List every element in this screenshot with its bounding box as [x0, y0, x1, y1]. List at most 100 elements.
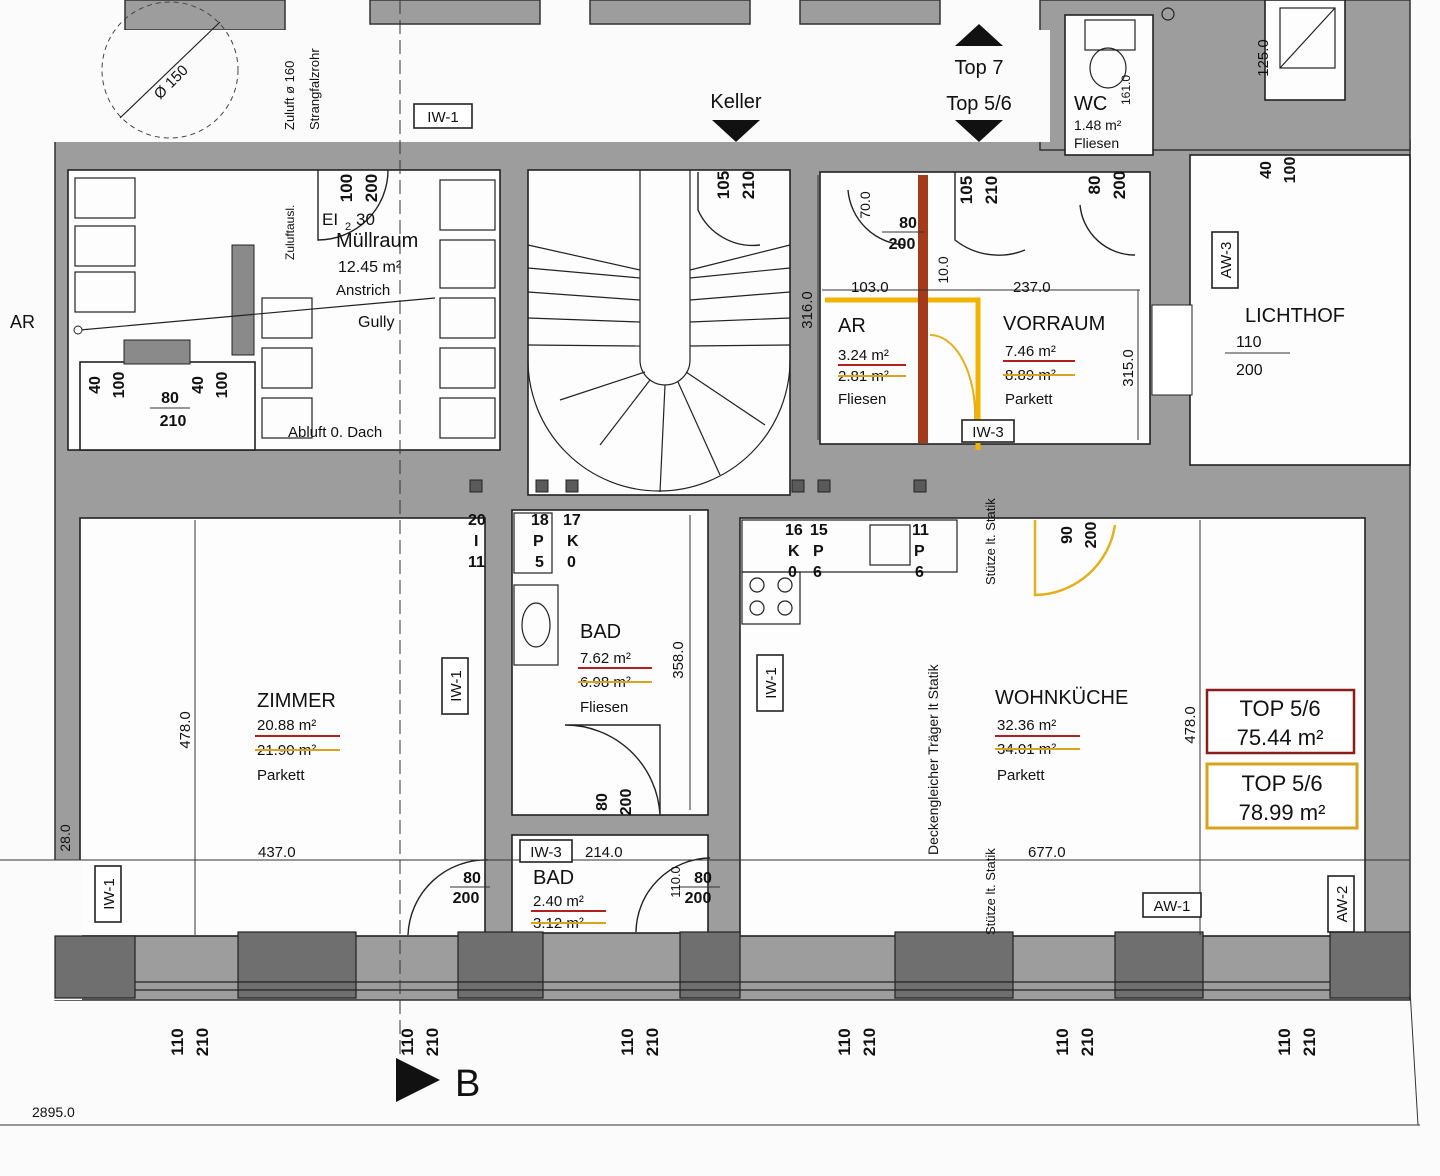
- svg-text:315.0: 315.0: [1120, 349, 1137, 387]
- svg-text:210: 210: [739, 171, 758, 199]
- stair-flights: [527, 170, 791, 493]
- svg-text:K: K: [567, 533, 579, 550]
- window-height: 210: [643, 1028, 662, 1056]
- svg-text:100: 100: [111, 372, 128, 399]
- wall-tag-iw1-zimmer: IW-1: [441, 657, 469, 715]
- svg-text:6: 6: [813, 564, 822, 581]
- room-wc-label: WC 1.48 m² Fliesen: [1074, 93, 1122, 151]
- chute-block: [231, 244, 255, 356]
- lichthof-label: LICHTHOF 110 200: [1225, 305, 1345, 379]
- ar-marker: [73, 325, 83, 335]
- svg-text:Fliesen: Fliesen: [580, 699, 628, 716]
- svg-text:90: 90: [1059, 526, 1076, 544]
- room-wohnkueche-label: WOHNKÜCHE 32.36 m² 34.01 m² Parkett: [995, 687, 1128, 784]
- door-swings: [317, 169, 1136, 936]
- svg-text:110: 110: [1236, 334, 1262, 351]
- zuluftausl-label: Zuluftausl.: [283, 205, 297, 260]
- svg-text:11: 11: [912, 522, 929, 539]
- svg-text:200: 200: [685, 890, 712, 907]
- kitchen-counter: [741, 519, 958, 625]
- svg-text:70.0: 70.0: [857, 191, 873, 218]
- opening-105-210-stair: 105 210: [714, 171, 758, 199]
- room-small-storage: [79, 361, 256, 451]
- window-width: 110: [1275, 1028, 1294, 1055]
- svg-text:105: 105: [714, 171, 733, 199]
- svg-text:Müllraum: Müllraum: [336, 230, 418, 252]
- svg-text:478.0: 478.0: [177, 711, 194, 749]
- svg-text:AR: AR: [838, 315, 866, 337]
- wall-tag-iw1-wohn: IW-1: [756, 654, 784, 712]
- diameter-line: [119, 21, 221, 119]
- svg-text:80: 80: [463, 870, 481, 887]
- bad-fixtures: [513, 512, 559, 666]
- svg-text:P: P: [914, 543, 925, 560]
- svg-text:75.44 m²: 75.44 m²: [1237, 725, 1324, 750]
- opening-105-210-entry: 105 210: [957, 176, 1001, 204]
- opening-100-200: 100 200: [337, 174, 381, 202]
- dimension-lines: [0, 0, 1420, 1126]
- svg-text:237.0: 237.0: [1013, 279, 1051, 296]
- svg-text:16: 16: [785, 522, 803, 539]
- svg-text:B: B: [455, 1063, 480, 1105]
- svg-text:15: 15: [810, 522, 828, 539]
- svg-text:Keller: Keller: [710, 91, 761, 113]
- svg-text:P: P: [813, 543, 824, 560]
- wall-tag-aw1: AW-1: [1142, 892, 1202, 918]
- opening-80-200-bad: 80 200: [594, 789, 635, 816]
- room-zimmer: [79, 517, 486, 937]
- svg-text:20.88 m²: 20.88 m²: [257, 717, 316, 734]
- svg-text:5: 5: [535, 554, 544, 571]
- shower-alcove: [1264, 0, 1346, 101]
- svg-text:40: 40: [190, 376, 207, 394]
- svg-text:80: 80: [1085, 176, 1104, 195]
- room-bad-small-label: BAD 2.40 m² 3.12 m²: [531, 867, 606, 932]
- svg-text:WC: WC: [1074, 93, 1107, 115]
- ar-left-label: AR: [10, 312, 35, 332]
- dimension-texts: 437.0 214.0 677.0 103.0 237.0 478.0 478.…: [57, 39, 1272, 898]
- svg-text:200: 200: [362, 174, 381, 202]
- window-width: 110: [398, 1028, 417, 1055]
- svg-text:103.0: 103.0: [851, 279, 889, 296]
- svg-text:IW-3: IW-3: [530, 844, 561, 861]
- svg-text:316.0: 316.0: [799, 291, 816, 329]
- svg-text:12.45 m²: 12.45 m²: [338, 259, 402, 276]
- room-zimmer-label: ZIMMER 20.88 m² 21.90 m² Parkett: [255, 690, 340, 784]
- room-wc: [1064, 14, 1154, 156]
- window-height: 210: [1300, 1028, 1319, 1056]
- opening-80-200-wc: 80 200: [1085, 171, 1129, 199]
- svg-text:40: 40: [1258, 161, 1275, 179]
- svg-text:30: 30: [356, 210, 375, 229]
- window-height: 210: [1078, 1028, 1097, 1056]
- keller-label: Keller: [710, 91, 762, 142]
- shaft-block: [123, 339, 191, 365]
- svg-text:110.0: 110.0: [668, 866, 683, 898]
- svg-text:Abluft 0. Dach: Abluft 0. Dach: [288, 424, 382, 441]
- opening-40-100-b: 40 100: [190, 372, 231, 399]
- svg-text:Parkett: Parkett: [997, 767, 1045, 784]
- svg-text:Top 7: Top 7: [955, 57, 1004, 79]
- room-muellraum-label: EI 2 30 Müllraum 12.45 m² Anstrich Gully…: [288, 210, 418, 441]
- opening-80-200-ar: 80 200: [882, 215, 924, 253]
- wall-tag-aw3: AW-3: [1211, 231, 1239, 289]
- svg-text:0: 0: [788, 564, 797, 581]
- traeger-label: Deckengleicher Träger lt Statik: [925, 663, 941, 855]
- lichthof: [1189, 154, 1411, 466]
- svg-text:3.24 m²: 3.24 m²: [838, 347, 889, 364]
- opening-80-210: 80 210: [150, 390, 190, 430]
- svg-text:EI: EI: [322, 210, 338, 229]
- wall-tag-aw2: AW-2: [1327, 875, 1355, 933]
- svg-text:LICHTHOF: LICHTHOF: [1245, 305, 1345, 327]
- stuetze-top-label: Stütze lt. Statik: [983, 498, 998, 585]
- room-ar-label: AR 3.24 m² 2.81 m² Fliesen: [838, 315, 906, 408]
- svg-text:210: 210: [160, 413, 187, 430]
- svg-text:28.0: 28.0: [57, 824, 73, 851]
- svg-text:7.62 m²: 7.62 m²: [580, 650, 631, 667]
- svg-text:161.0: 161.0: [1119, 75, 1133, 105]
- svg-text:AW-1: AW-1: [1154, 898, 1191, 915]
- wall-tag-iw3-ar: IW-3: [961, 419, 1015, 443]
- svg-text:TOP 5/6: TOP 5/6: [1241, 771, 1322, 796]
